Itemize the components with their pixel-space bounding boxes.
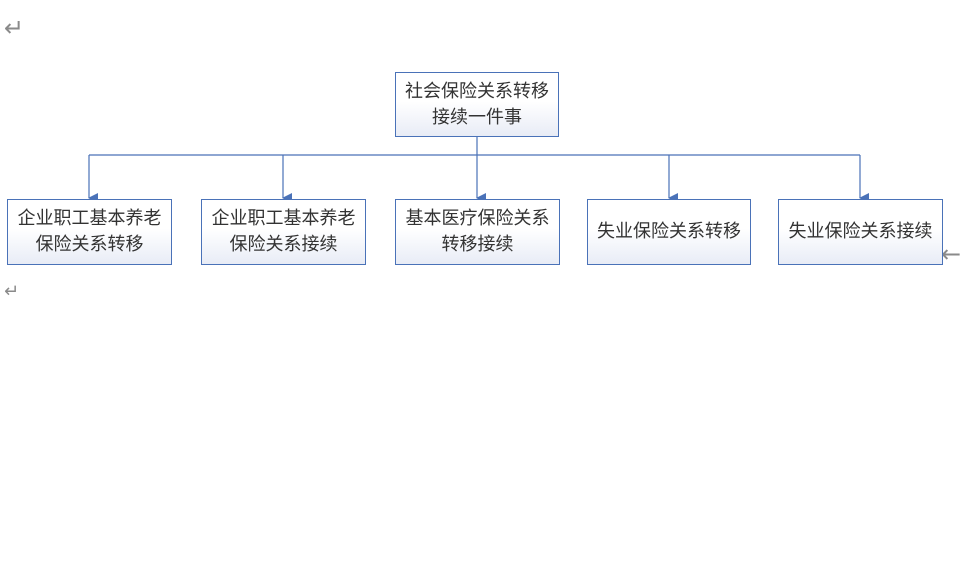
root-node[interactable]: 社会保险关系转移接续一件事 (395, 72, 559, 137)
child-node-label: 失业保险关系转移 (597, 221, 741, 242)
root-node-label: 社会保险关系转移接续一件事 (405, 80, 549, 128)
child-node-label: 失业保险关系接续 (788, 221, 933, 242)
child-node-4[interactable]: 失业保险关系转移 (587, 199, 751, 265)
child-node-1[interactable]: 企业职工基本养老保险关系转移 (7, 199, 172, 265)
child-node-label: 企业职工基本养老保险关系转移 (17, 208, 162, 255)
paragraph-mark-bottom: ↵ (4, 281, 20, 302)
child-node-3[interactable]: 基本医疗保险关系转移接续 (395, 199, 560, 265)
child-node-label: 基本医疗保险关系转移接续 (405, 208, 550, 255)
child-node-label: 企业职工基本养老保险关系接续 (211, 208, 356, 255)
child-node-2[interactable]: 企业职工基本养老保险关系接续 (201, 199, 366, 265)
paragraph-mark-top: ↵ (4, 14, 25, 42)
anchor-arrow-mark: ← (941, 240, 962, 268)
child-node-5[interactable]: 失业保险关系接续 (778, 199, 943, 265)
